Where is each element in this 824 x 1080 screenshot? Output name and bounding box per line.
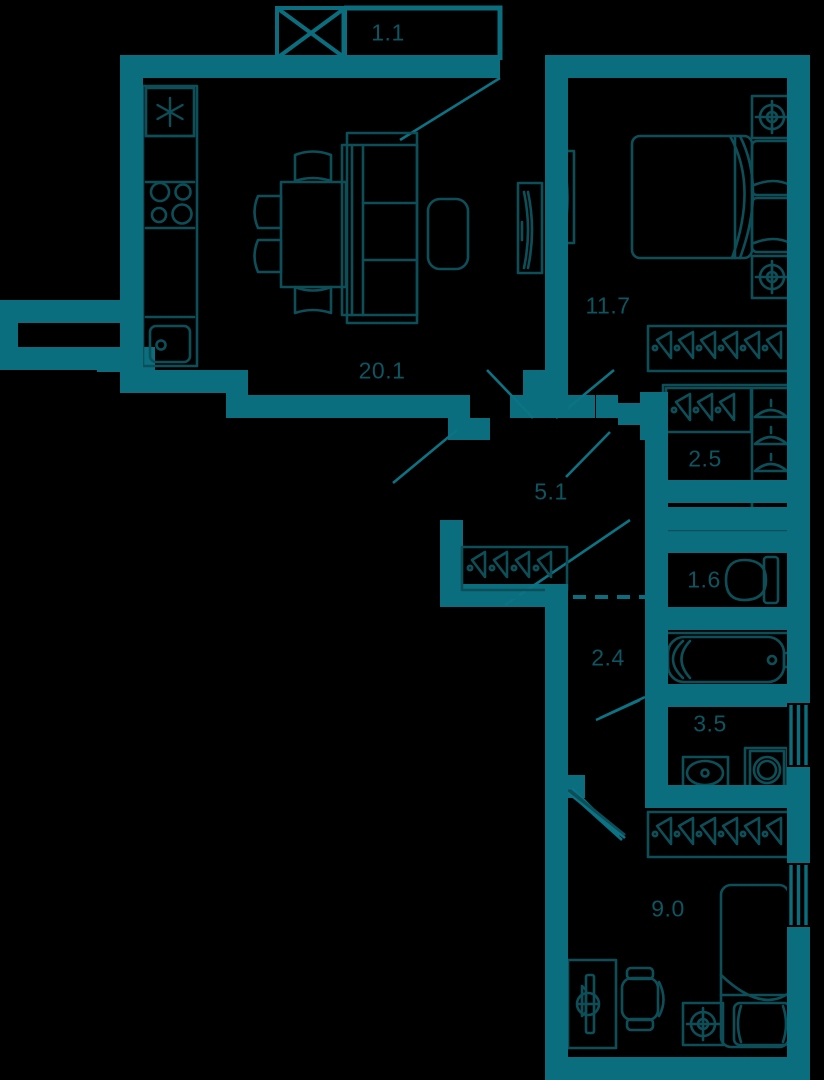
ceiling-lamp <box>681 1001 725 1047</box>
washing-machine <box>743 746 789 792</box>
corridor-wardrobe <box>460 545 569 592</box>
office-chair <box>620 966 665 1032</box>
armchair <box>426 197 470 271</box>
bathtub <box>660 631 794 688</box>
extractor-hood-icon <box>156 96 184 128</box>
toilet <box>724 555 780 605</box>
door-swing-bedroom2 <box>566 790 626 840</box>
double-bed <box>630 94 794 300</box>
hanger-row <box>651 330 783 360</box>
wall-accents <box>120 55 810 1080</box>
ceiling-lamp <box>750 94 794 140</box>
dining-chairs <box>253 150 333 315</box>
sink-icon <box>148 324 192 364</box>
dining-table <box>279 180 348 289</box>
furniture <box>141 84 794 1050</box>
bedroom2-wardrobe <box>646 810 792 859</box>
single-bed <box>719 883 792 1049</box>
door-swing-room9 <box>569 789 626 836</box>
window-living <box>417 58 496 76</box>
wardrobe-closet <box>646 324 792 373</box>
desk <box>566 958 618 1050</box>
pillow <box>750 139 794 197</box>
window-bedroom-main <box>610 58 750 76</box>
window-kitchen <box>197 58 273 76</box>
balcony-outline <box>341 5 503 62</box>
hanger-row <box>651 816 783 846</box>
pillow <box>732 1001 792 1047</box>
ceiling-lamp <box>750 254 794 300</box>
hanger-row <box>466 550 553 579</box>
pillow <box>750 196 794 254</box>
window-bathroom-lines <box>789 705 808 925</box>
entrance-hatch-icon <box>275 6 347 60</box>
sofa <box>340 131 419 325</box>
hanger-row <box>670 392 736 422</box>
kitchen-units <box>141 84 199 368</box>
stove-hob-icon <box>149 181 193 225</box>
